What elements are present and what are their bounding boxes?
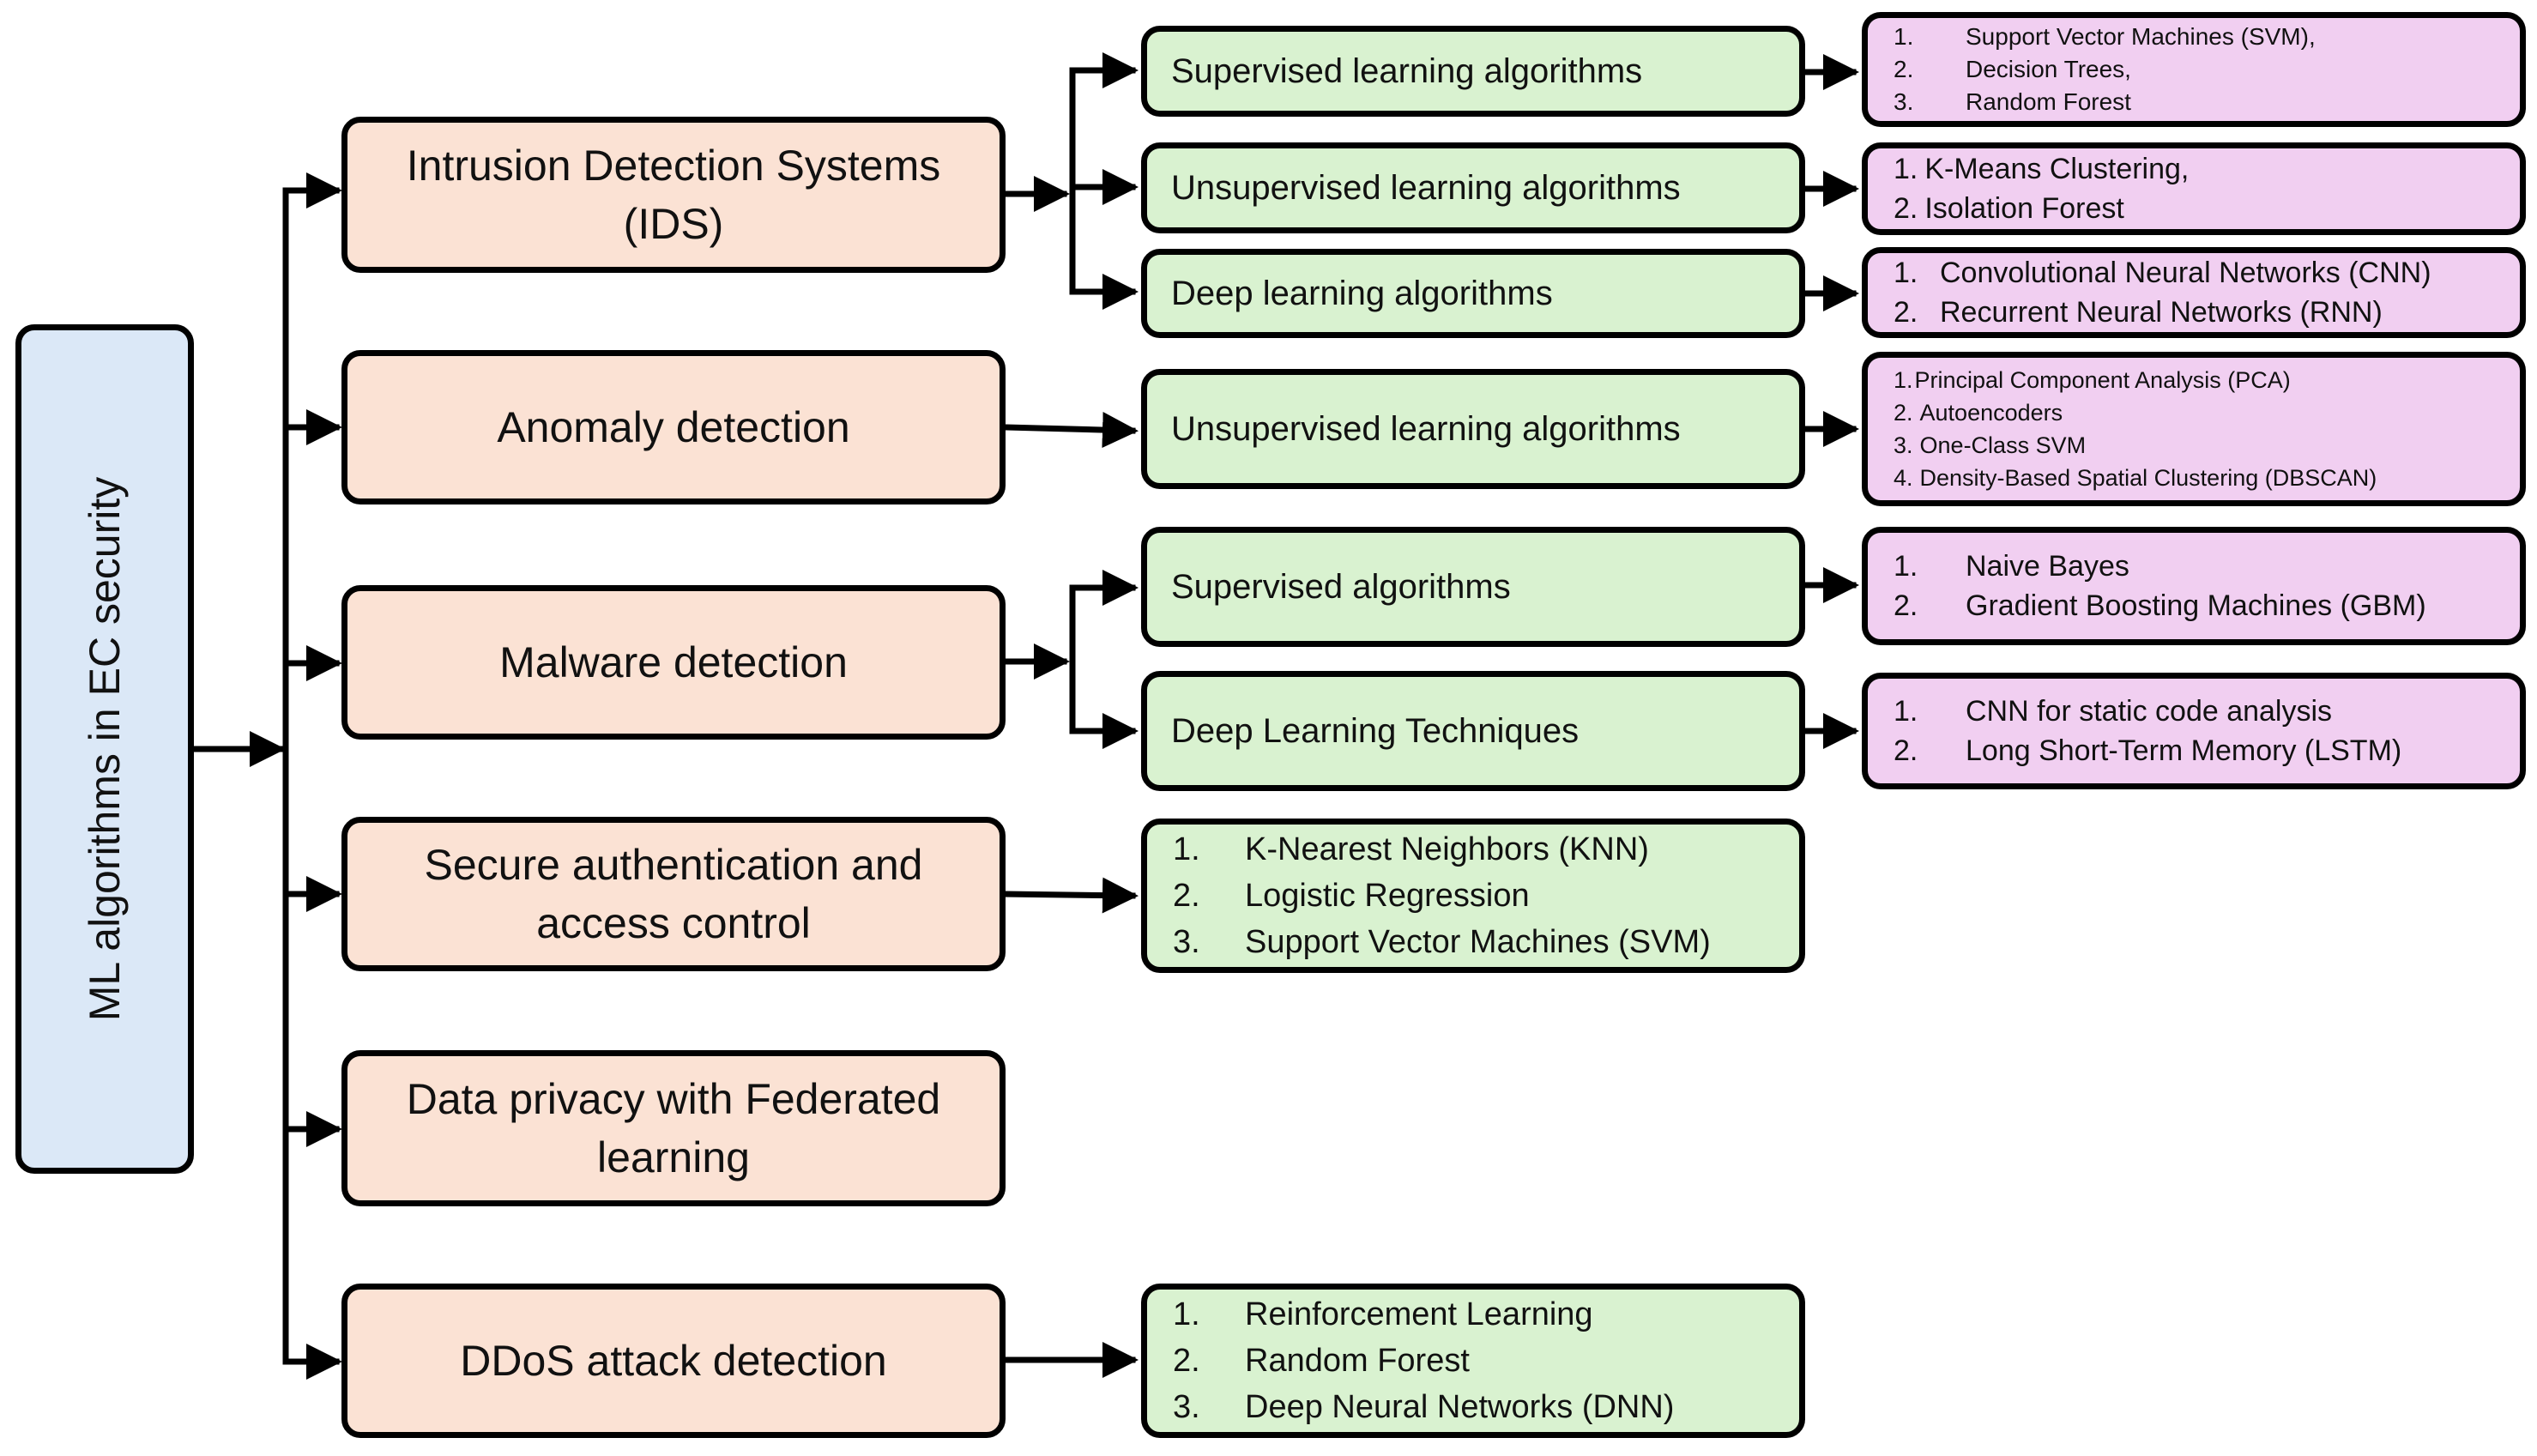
- list-item: 1.Principal Component Analysis (PCA): [1894, 367, 2291, 393]
- category-ddos-label: DDoS attack detection: [460, 1337, 887, 1385]
- method-ids-supervised-label: Supervised learning algorithms: [1171, 51, 1643, 90]
- algos-ids-supervised: 1.Support Vector Machines (SVM), 2.Decis…: [1862, 12, 2526, 127]
- method-anomaly-unsupervised: Unsupervised learning algorithms: [1141, 369, 1805, 489]
- list-item: 2.Random Forest: [1173, 1343, 1470, 1379]
- list-item: 2.Isolation Forest: [1894, 192, 2124, 225]
- list-item: 2.Recurrent Neural Networks (RNN): [1894, 296, 2383, 329]
- algos-ids-unsupervised: 1.K-Means Clustering, 2.Isolation Forest: [1862, 142, 2526, 235]
- method-ids-deep: Deep learning algorithms: [1141, 249, 1805, 338]
- method-ids-unsupervised: Unsupervised learning algorithms: [1141, 142, 1805, 233]
- list-item: 1.K-Nearest Neighbors (KNN): [1173, 831, 1649, 867]
- connector-auth-list: [1002, 877, 1139, 914]
- connector-anomaly-method: [1002, 412, 1139, 449]
- method-malware-deep: Deep Learning Techniques: [1141, 671, 1805, 791]
- list-item: 2.Decision Trees,: [1894, 56, 2131, 82]
- list-item: 4.Density-Based Spatial Clustering (DBSC…: [1894, 465, 2377, 491]
- category-ids: Intrusion Detection Systems (IDS): [341, 117, 1006, 273]
- list-item: 1.K-Means Clustering,: [1894, 153, 2190, 185]
- category-privacy: Data privacy with Federated learning: [341, 1050, 1006, 1206]
- list-item: 2.Autoencoders: [1894, 400, 2063, 426]
- category-privacy-label: Data privacy with Federated learning: [406, 1075, 941, 1181]
- list-item: 2.Long Short-Term Memory (LSTM): [1894, 734, 2402, 767]
- list-item: 1.Convolutional Neural Networks (CNN): [1894, 257, 2431, 289]
- root-node: ML algorithms in EC security: [15, 324, 194, 1174]
- category-ids-label: Intrusion Detection Systems (IDS): [406, 142, 941, 248]
- list-item: 3.Random Forest: [1894, 88, 2131, 115]
- list-item: 1.Support Vector Machines (SVM),: [1894, 23, 2316, 50]
- list-item: 1.Naive Bayes: [1894, 550, 2129, 583]
- category-auth-label: Secure authentication and access control: [424, 841, 923, 947]
- list-item: 3.One-Class SVM: [1894, 432, 2087, 458]
- category-malware: Malware detection: [341, 585, 1006, 740]
- method-malware-supervised: Supervised algorithms: [1141, 527, 1805, 647]
- category-malware-label: Malware detection: [499, 638, 848, 686]
- algos-malware-supervised: 1.Naive Bayes 2.Gradient Boosting Machin…: [1862, 527, 2526, 645]
- list-item: 2.Gradient Boosting Machines (GBM): [1894, 589, 2426, 622]
- method-malware-deep-label: Deep Learning Techniques: [1171, 711, 1580, 750]
- root-label: ML algorithms in EC security: [81, 476, 129, 1022]
- algos-malware-deep: 1.CNN for static code analysis 2.Long Sh…: [1862, 673, 2526, 789]
- algos-anomaly: 1.Principal Component Analysis (PCA) 2.A…: [1862, 352, 2526, 506]
- algos-auth: 1.K-Nearest Neighbors (KNN) 2.Logistic R…: [1141, 819, 1805, 973]
- list-item: 3.Deep Neural Networks (DNN): [1173, 1389, 1675, 1425]
- list-item: 3.Support Vector Machines (SVM): [1173, 924, 1711, 960]
- method-anomaly-unsupervised-label: Unsupervised learning algorithms: [1171, 409, 1681, 448]
- category-anomaly: Anomaly detection: [341, 350, 1006, 504]
- list-item: 1.CNN for static code analysis: [1894, 695, 2333, 728]
- method-ids-supervised: Supervised learning algorithms: [1141, 26, 1805, 117]
- algos-ddos: 1.Reinforcement Learning 2.Random Forest…: [1141, 1284, 1805, 1438]
- algos-ids-deep: 1.Convolutional Neural Networks (CNN) 2.…: [1862, 247, 2526, 338]
- method-ids-deep-label: Deep learning algorithms: [1171, 274, 1553, 312]
- list-item: 1.Reinforcement Learning: [1173, 1296, 1593, 1332]
- method-ids-unsupervised-label: Unsupervised learning algorithms: [1171, 168, 1681, 207]
- category-ddos: DDoS attack detection: [341, 1284, 1006, 1438]
- list-item: 2.Logistic Regression: [1173, 878, 1530, 914]
- category-anomaly-label: Anomaly detection: [497, 403, 850, 451]
- category-auth: Secure authentication and access control: [341, 817, 1006, 971]
- method-malware-supervised-label: Supervised algorithms: [1171, 567, 1511, 606]
